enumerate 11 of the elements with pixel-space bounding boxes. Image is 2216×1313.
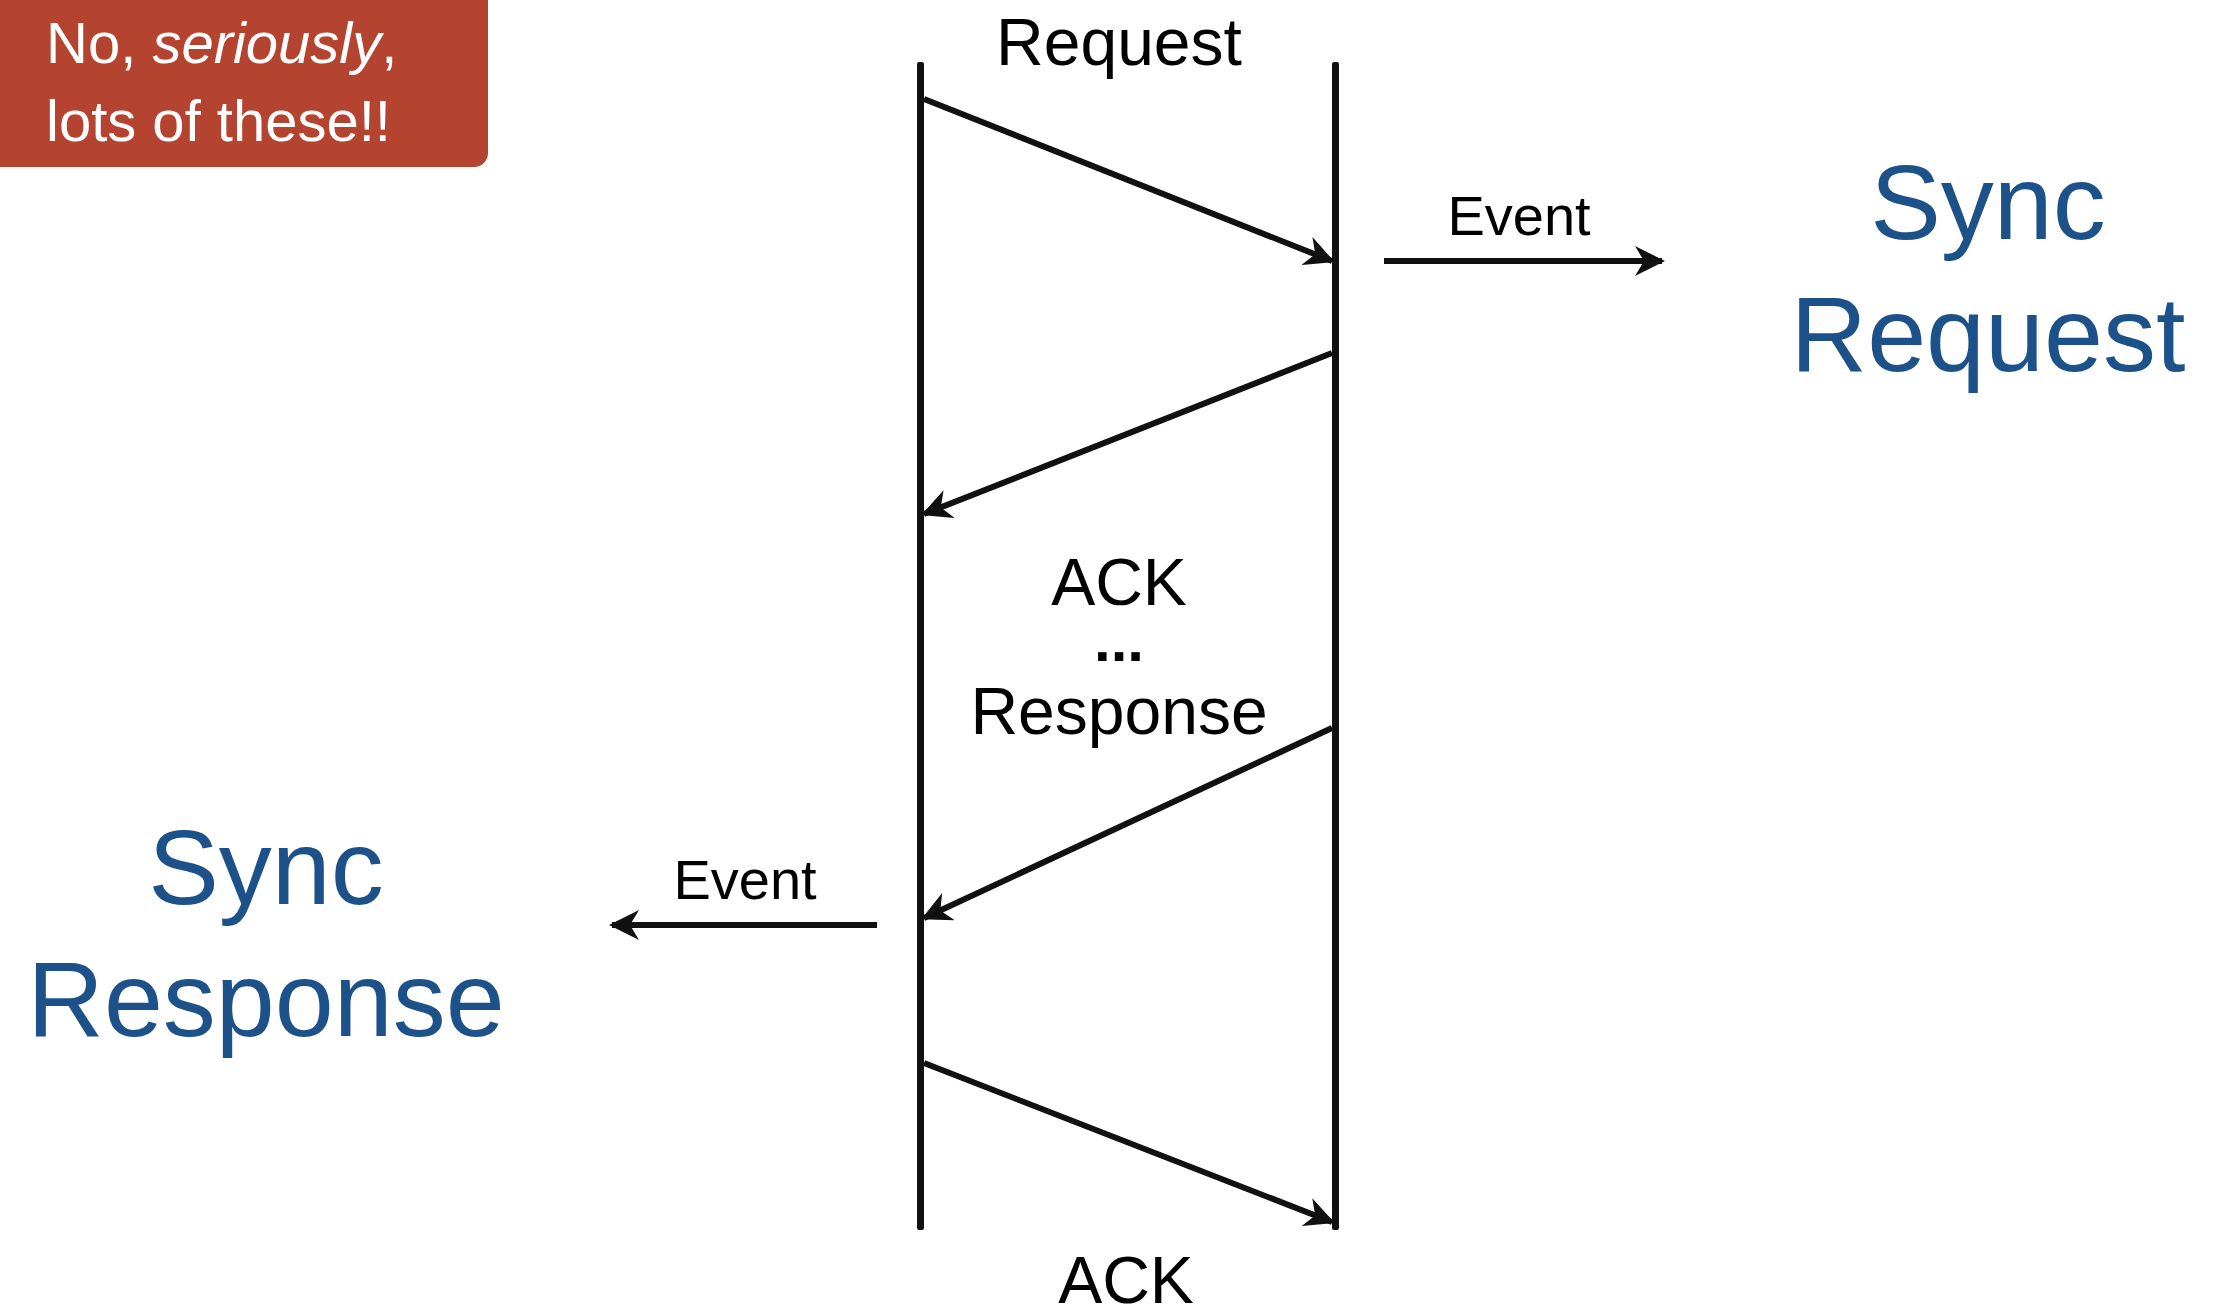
heading-label: Sync Request <box>1789 142 2187 395</box>
lifeline <box>1332 62 1339 1230</box>
arrow <box>1384 246 1665 276</box>
arrow <box>922 96 1335 265</box>
callout-box: No, seriously, lots of these!! <box>0 0 488 167</box>
lifeline <box>917 62 924 1230</box>
heading-label: Sync Response <box>26 807 506 1060</box>
arrow <box>609 910 877 940</box>
arrow <box>922 1060 1335 1227</box>
arrow <box>921 725 1334 921</box>
arrow <box>921 350 1334 519</box>
